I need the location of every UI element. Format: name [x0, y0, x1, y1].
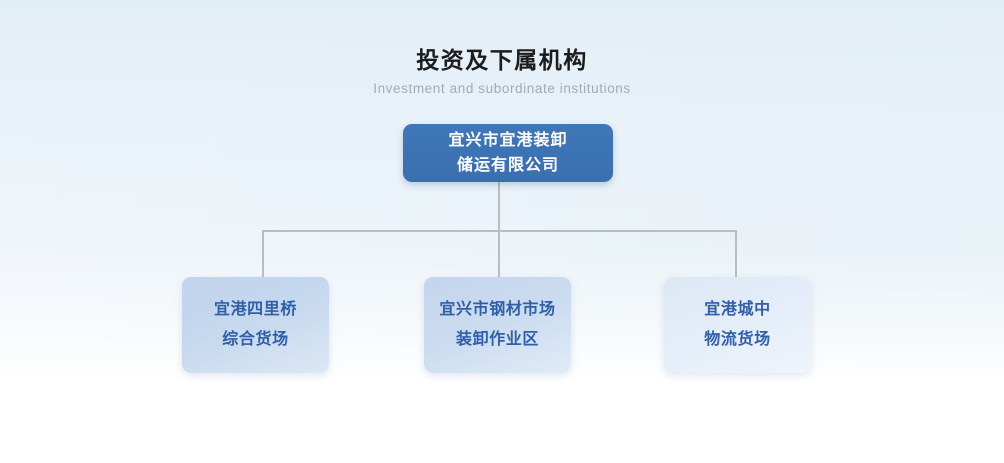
org-node-child-2-line1: 宜兴市钢材市场 — [439, 301, 556, 318]
org-node-root[interactable]: 宜兴市宜港装卸 储运有限公司 — [403, 124, 613, 182]
org-node-child-1-line1: 宜港四里桥 — [213, 301, 297, 318]
org-node-child-2-line2: 装卸作业区 — [455, 331, 539, 348]
page-title: 投资及下属机构 — [416, 47, 588, 73]
page-subtitle: Investment and subordinate institutions — [373, 81, 631, 96]
connector-drop-left — [262, 230, 264, 278]
connector-drop-middle — [498, 230, 500, 278]
org-node-child-3-line1: 宜港城中 — [704, 301, 771, 318]
org-node-child-3[interactable]: 宜港城中 物流货场 — [664, 277, 811, 373]
org-node-root-line2: 储运有限公司 — [456, 157, 559, 174]
org-node-child-3-line2: 物流货场 — [704, 331, 771, 348]
page-header: 投资及下属机构 Investment and subordinate insti… — [0, 45, 1004, 98]
org-node-child-2[interactable]: 宜兴市钢材市场 装卸作业区 — [424, 277, 571, 373]
org-node-child-1[interactable]: 宜港四里桥 综合货场 — [182, 277, 329, 373]
org-node-child-1-line2: 综合货场 — [222, 331, 289, 348]
connector-drop-right — [735, 230, 737, 278]
connector-root-stem — [498, 182, 500, 232]
org-node-root-line1: 宜兴市宜港装卸 — [448, 132, 568, 149]
